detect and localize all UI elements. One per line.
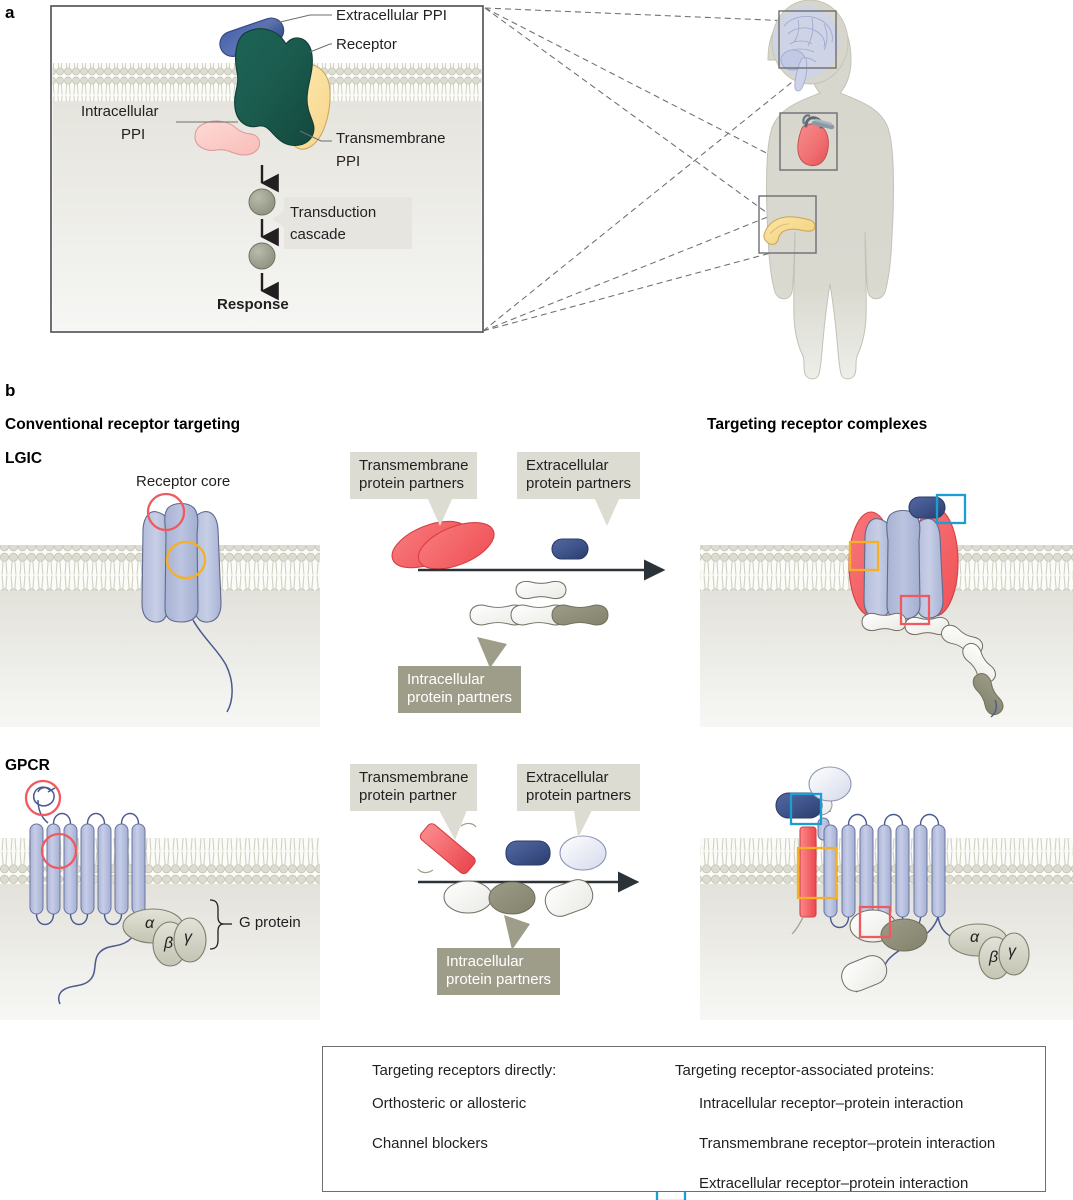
row-label-lgic: LGIC — [5, 450, 43, 467]
gpcr-right-artwork — [700, 766, 1073, 1020]
callout-gpcr-transmembrane-line2: protein partner — [359, 787, 457, 804]
legend-title-associated: Targeting receptor-associated proteins: — [675, 1062, 935, 1079]
callout-gpcr-extracellular-line1: Extracellular — [526, 769, 609, 786]
label-intracellular-ppi-line2: PPI — [121, 126, 146, 143]
g-subunit-beta-right: β — [989, 949, 999, 966]
g-subunit-gamma: γ — [184, 929, 192, 946]
label-transmembrane-ppi-line1: Transmembrane — [336, 130, 446, 147]
callout-lgic-transmembrane-line1: Transmembrane — [359, 457, 469, 474]
label-transduction-line1: Transduction — [290, 204, 377, 221]
annotation-receptor-core: Receptor core — [136, 473, 231, 490]
gpcr-helices — [29, 812, 146, 926]
pancreas-organ — [758, 195, 817, 254]
lgic-middle-artwork — [391, 497, 666, 668]
legend-item-extracellular-interaction: Extracellular receptor–protein interacti… — [699, 1175, 969, 1192]
callout-lgic-transmembrane-line2: protein partners — [359, 475, 465, 492]
header-targeting-complexes: Targeting receptor complexes — [707, 416, 928, 433]
legend-item-channel-blockers: Channel blockers — [372, 1135, 488, 1152]
g-subunit-alpha-right: α — [970, 929, 980, 946]
legend-item-intracellular-interaction: Intracellular receptor–protein interacti… — [699, 1095, 964, 1112]
gpcr-middle-artwork — [417, 810, 640, 950]
annotation-g-protein: G protein — [239, 914, 301, 931]
heart-organ — [779, 112, 838, 171]
label-receptor: Receptor — [336, 36, 397, 53]
panel-a-artwork — [50, 5, 821, 333]
panel-b-letter: b — [5, 381, 16, 400]
lgic-receptor-core — [141, 502, 233, 713]
lgic-left-artwork — [0, 492, 320, 727]
callout-gpcr-intracellular-line1: Intracellular — [446, 953, 524, 970]
legend-item-transmembrane-interaction: Transmembrane receptor–protein interacti… — [699, 1135, 996, 1152]
callout-gpcr-extracellular: Extracellular protein partners — [517, 764, 641, 811]
label-response: Response — [217, 296, 289, 313]
label-transduction-line2: cascade — [290, 226, 346, 243]
g-subunit-gamma-right: γ — [1008, 943, 1016, 960]
callout-gpcr-intracellular-line2: protein partners — [446, 971, 552, 988]
g-subunit-alpha: α — [145, 915, 155, 932]
callout-lgic-intracellular: Intracellular protein partners — [398, 666, 522, 713]
gpcr-left-artwork — [0, 779, 320, 1020]
brain-organ — [773, 6, 839, 92]
callout-lgic-transmembrane: Transmembrane protein partners — [350, 452, 478, 499]
g-subunit-beta: β — [164, 935, 174, 952]
callout-lgic-intracellular-line1: Intracellular — [407, 671, 485, 688]
callout-gpcr-extracellular-line2: protein partners — [526, 787, 632, 804]
callout-lgic-extracellular-line2: protein partners — [526, 475, 632, 492]
lgic-right-artwork — [700, 493, 1073, 727]
panel-a-letter: a — [5, 3, 15, 22]
label-transmembrane-ppi-line2: PPI — [336, 153, 361, 170]
legend-box — [322, 1046, 1046, 1192]
label-extracellular-ppi: Extracellular PPI — [336, 7, 447, 24]
human-body-silhouette — [758, 0, 894, 380]
legend-title-direct: Targeting receptors directly: — [372, 1062, 557, 1079]
callout-gpcr-intracellular: Intracellular protein partners — [437, 948, 561, 995]
callout-gpcr-transmembrane: Transmembrane protein partner — [350, 764, 478, 811]
callout-lgic-extracellular: Extracellular protein partners — [517, 452, 641, 499]
callout-lgic-intracellular-line2: protein partners — [407, 689, 513, 706]
legend-item-orthosteric: Orthosteric or allosteric — [372, 1095, 527, 1112]
label-intracellular-ppi-line1: Intracellular — [81, 103, 159, 120]
callout-gpcr-transmembrane-line1: Transmembrane — [359, 769, 469, 786]
header-conventional-targeting: Conventional receptor targeting — [5, 416, 241, 433]
callout-lgic-extracellular-line1: Extracellular — [526, 457, 609, 474]
row-label-gpcr: GPCR — [5, 757, 50, 774]
